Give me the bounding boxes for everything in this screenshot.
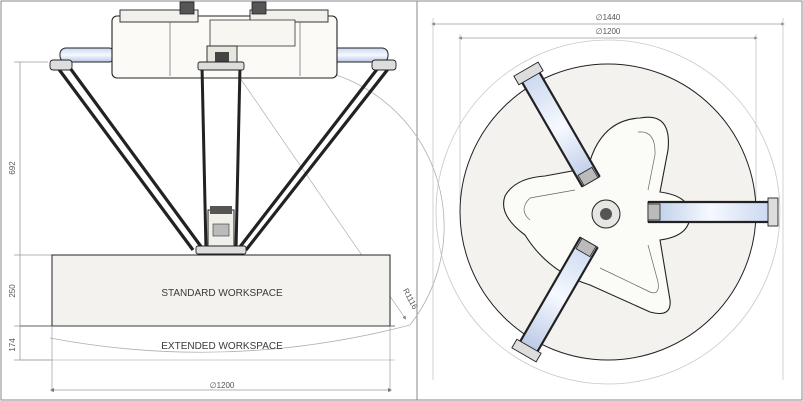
dim-diameter-outer: ∅1440 bbox=[596, 13, 621, 22]
base-plate-detail bbox=[523, 131, 659, 294]
rod-center-left bbox=[200, 65, 208, 251]
dim-diameter-bottom: ∅1200 bbox=[210, 381, 235, 390]
top-arm-3 bbox=[511, 236, 599, 363]
joint-center bbox=[197, 61, 245, 71]
rod-center-right bbox=[234, 65, 242, 251]
joint-right bbox=[371, 59, 397, 71]
top-view-frame bbox=[416, 0, 803, 401]
dim-height-total: 692 bbox=[8, 161, 17, 175]
dim-diameter-inner: ∅1200 bbox=[596, 27, 621, 36]
dim-height-extended: 174 bbox=[8, 338, 17, 352]
rod-left-outer bbox=[53, 63, 195, 251]
center-hub-core bbox=[600, 208, 612, 220]
top-arm-2 bbox=[647, 197, 779, 227]
top-arm-1 bbox=[513, 61, 601, 188]
rod-left-inner bbox=[68, 67, 207, 253]
standard-workspace-label: STANDARD WORKSPACE bbox=[161, 288, 283, 299]
outer-workspace-circle bbox=[435, 39, 781, 385]
standard-workspace-block bbox=[51, 254, 391, 327]
extended-workspace-label: EXTENDED WORKSPACE bbox=[161, 341, 283, 352]
end-effector bbox=[195, 206, 247, 255]
robot-base bbox=[111, 1, 338, 79]
joint-left bbox=[49, 59, 73, 71]
side-view: 692 250 174 STANDARD WORKSPACE EXTENDED … bbox=[8, 1, 445, 392]
rod-right-outer bbox=[244, 63, 394, 251]
dim-height-standard: 250 bbox=[8, 284, 17, 298]
rod-right-inner bbox=[234, 67, 380, 253]
extended-arc bbox=[49, 324, 411, 353]
top-view: ∅1440 ∅1200 bbox=[431, 13, 785, 385]
